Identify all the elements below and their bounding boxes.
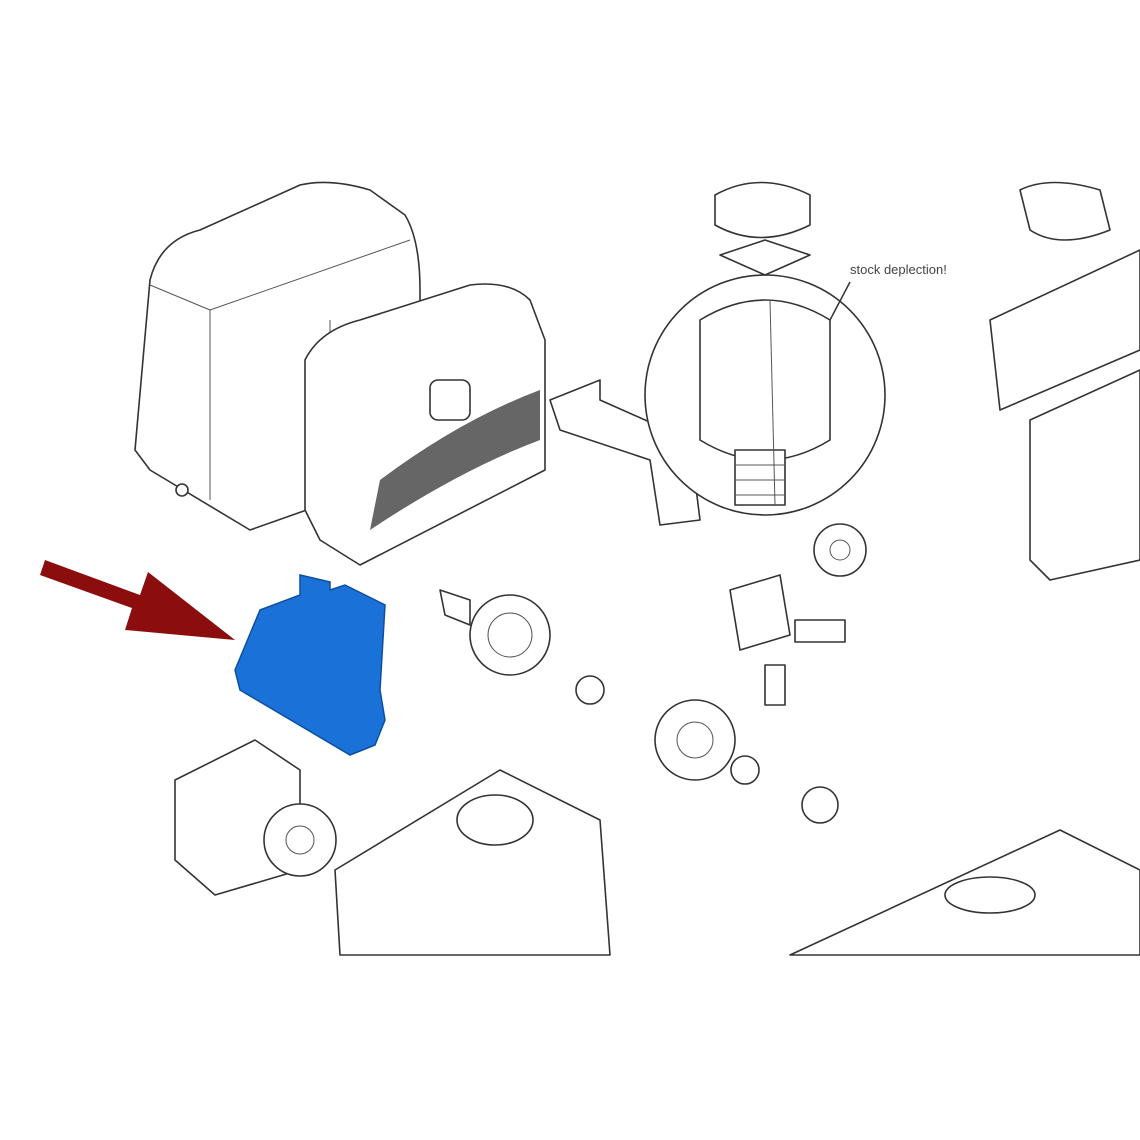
callout-label: stock deplection! [850, 262, 947, 277]
control-board [989, 181, 1140, 581]
switch-parts [729, 523, 867, 706]
gearbox-housing [174, 739, 611, 956]
motor-detail [644, 181, 886, 516]
mounting-bracket [549, 379, 701, 526]
highlighted-part [234, 574, 386, 756]
gear-assembly-2 [654, 699, 839, 824]
indicator-arrow [40, 560, 235, 640]
gear-assembly-1 [439, 589, 605, 705]
front-cover [304, 283, 546, 566]
